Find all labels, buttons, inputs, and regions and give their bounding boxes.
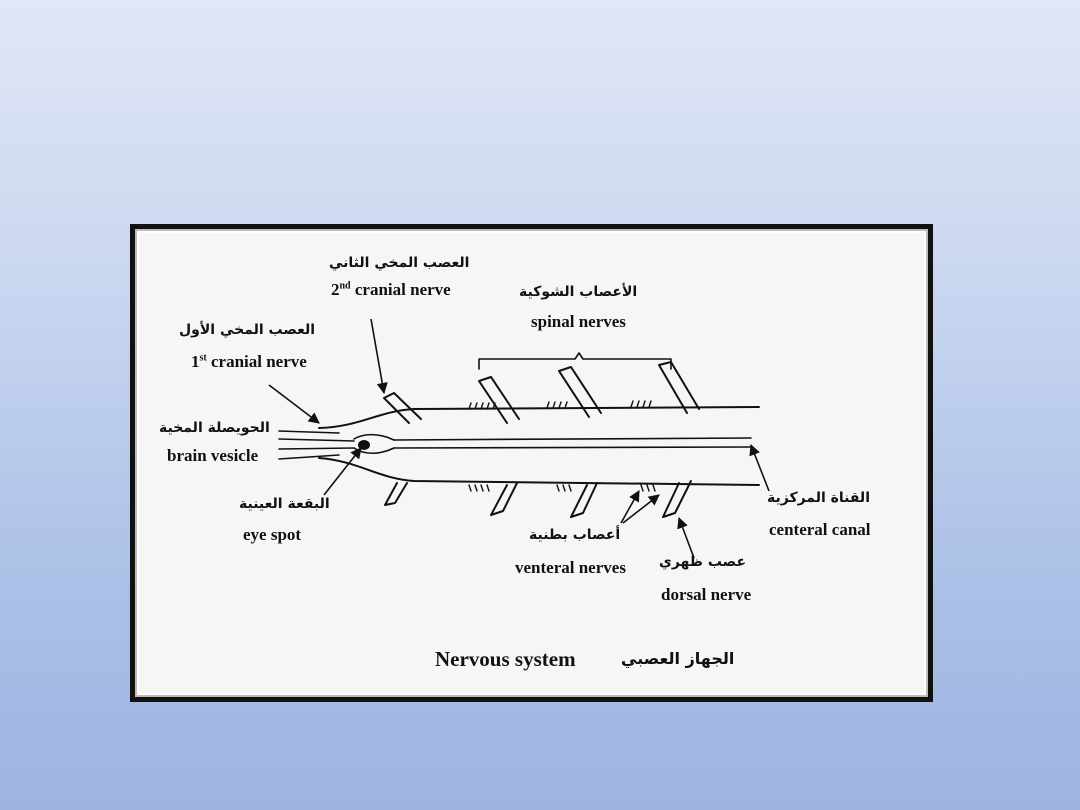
dorsal-hatching: [468, 400, 652, 410]
label-cranial-nerve-2-en: 2nd cranial nerve: [331, 281, 451, 298]
label-ventral-nerves-en: venteral nerves: [515, 558, 626, 577]
label-cranial-nerve-2-num: 2: [331, 280, 340, 299]
diagram-paper: العصب المخي الثاني 2nd cranial nerve الأ…: [139, 233, 924, 693]
label-eye-spot-en: eye spot: [243, 525, 302, 544]
label-spinal-nerves-en: spinal nerves: [531, 312, 626, 331]
central-canal-upper: [393, 437, 752, 441]
spinal-nerve-2: [558, 366, 602, 418]
label-ventral-nerves-ar: أعصاب بطنية: [529, 527, 621, 543]
pointer-eye-spot: [323, 447, 362, 496]
spinal-nerve-3: [658, 361, 700, 414]
ventral-nerve-3: [662, 480, 692, 518]
label-cranial-nerve-1-ord: st: [199, 352, 207, 364]
caption-nervous-system-ar: الجهاز العصبي: [621, 649, 735, 668]
ventral-nerve-1: [490, 482, 518, 516]
cranial-nerve-2-root: [383, 392, 422, 424]
label-eye-spot-ar: البقعة العينية: [239, 496, 330, 512]
ventral-hatching: [468, 484, 656, 492]
label-central-canal-ar: القناة المركزية: [767, 490, 870, 506]
caption-nervous-system-en: Nervous system: [435, 647, 576, 671]
pointer-ventral-nerves-b: [622, 494, 660, 524]
pointer-central-canal: [749, 443, 770, 492]
pointer-cranial-nerve-1: [268, 384, 320, 424]
pointer-dorsal-nerve: [677, 516, 695, 559]
brain-vesicle-lines: [278, 430, 355, 460]
nerve-cord-ventral-wall: [318, 457, 760, 486]
label-cranial-nerve-2-text: cranial nerve: [354, 280, 451, 299]
pointer-ventral-nerves-a: [620, 490, 640, 524]
pointer-cranial-nerve-2: [370, 318, 388, 395]
label-brain-vesicle-en: brain vesicle: [167, 446, 259, 465]
label-brain-vesicle-ar: الحويصلة المخية: [159, 420, 270, 436]
nervous-system-diagram: [268, 318, 770, 559]
label-cranial-nerve-1-num: 1: [191, 352, 200, 371]
label-cranial-nerve-1-ar: العصب المخي الأول: [179, 322, 316, 338]
label-cranial-nerve-1-en: 1st cranial nerve: [191, 353, 307, 370]
ventral-nerve-0: [384, 482, 408, 506]
label-central-canal-en: centeral canal: [769, 520, 871, 539]
eye-spot-mark: [358, 440, 370, 450]
central-canal-lower: [393, 446, 752, 449]
spinal-nerve-1: [478, 376, 520, 424]
label-dorsal-nerve-ar: عصب ظهري: [659, 554, 747, 570]
label-cranial-nerve-1-text: cranial nerve: [210, 352, 307, 371]
spinal-nerves-bracket: [478, 352, 672, 370]
diagram-frame: العصب المخي الثاني 2nd cranial nerve الأ…: [130, 224, 933, 702]
diagram-frame-inner: العصب المخي الثاني 2nd cranial nerve الأ…: [135, 229, 928, 697]
label-dorsal-nerve-en: dorsal nerve: [661, 585, 752, 604]
ventral-nerve-2: [570, 482, 598, 518]
label-cranial-nerve-2-ord: nd: [339, 280, 351, 292]
nerve-cord-dorsal-wall: [318, 406, 760, 429]
label-cranial-nerve-2-ar: العصب المخي الثاني: [329, 255, 470, 271]
label-spinal-nerves-ar: الأعصاب الشوكية: [519, 284, 638, 300]
